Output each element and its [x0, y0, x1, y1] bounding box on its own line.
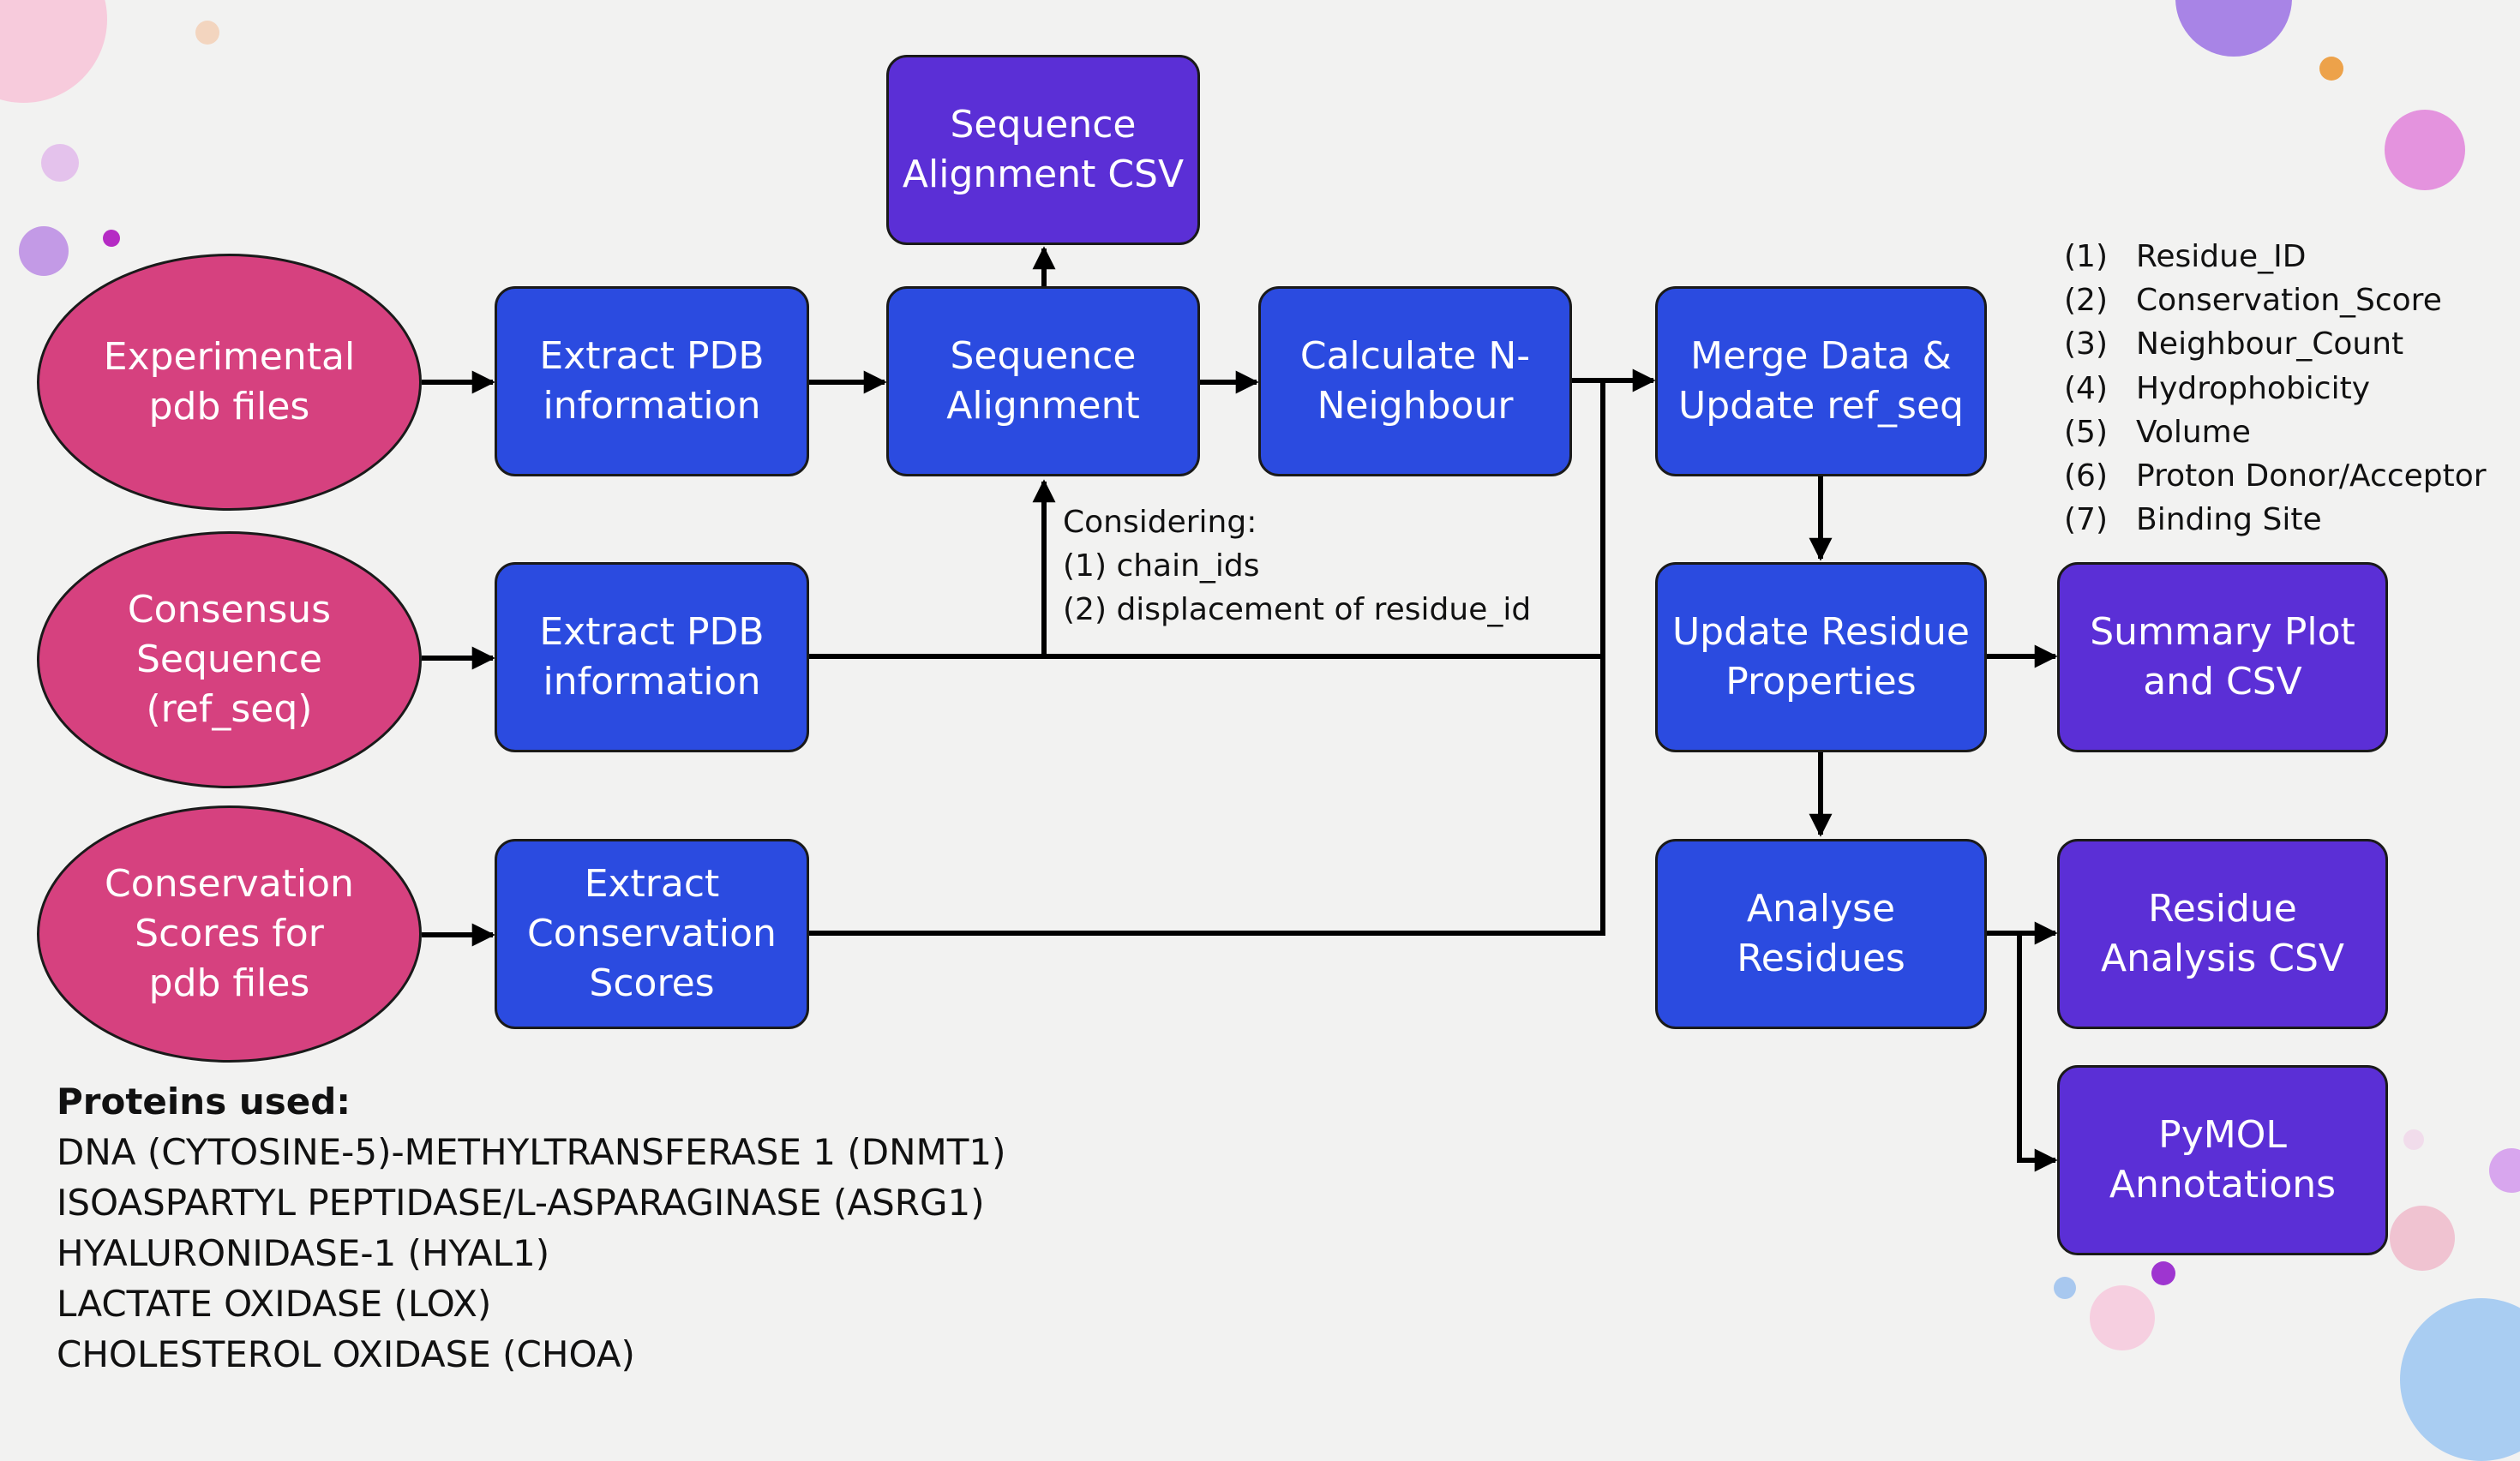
process-extract-pdb-2-label: Extract PDB information [539, 610, 765, 704]
protein-item: LACTATE OXIDASE (LOX) [57, 1283, 492, 1325]
legend-label: Neighbour_Count [2136, 326, 2404, 362]
input-experimental-label: Experimental pdb files [103, 335, 356, 428]
input-conservation-scores: Conservation Scores for pdb files [37, 805, 422, 1063]
legend-number: (4) [2064, 371, 2108, 406]
process-analyse-residues-label: Analyse Residues [1737, 887, 1905, 980]
decorative-dot [2151, 1261, 2175, 1285]
input-conservation-label: Conservation Scores for pdb files [105, 862, 354, 1005]
legend-label: Binding Site [2136, 502, 2322, 537]
decorative-dot [41, 144, 79, 182]
considering-item: (1) chain_ids [1063, 548, 1260, 584]
process-update-residue-label: Update Residue Properties [1671, 610, 1971, 704]
process-extract-pdb-1: Extract PDB information [495, 286, 809, 476]
process-calculate-neighbour-label: Calculate N- Neighbour [1299, 334, 1531, 428]
protein-item: HYALURONIDASE-1 (HYAL1) [57, 1232, 550, 1274]
decorative-dot [103, 230, 120, 247]
legend-label: Proton Donor/Acceptor [2136, 458, 2487, 494]
legend-label: Conservation_Score [2136, 283, 2442, 318]
considering-item: (2) displacement of residue_id [1063, 592, 1532, 627]
process-extract-conservation-label: Extract Conservation Scores [527, 862, 777, 1005]
output-sequence-alignment-csv-label: Sequence Alignment CSV [902, 103, 1185, 196]
output-pymol-annotations: PyMOL Annotations [2057, 1065, 2388, 1255]
output-pymol-annotations-label: PyMOL Annotations [2109, 1113, 2337, 1207]
decorative-dot [2390, 1206, 2455, 1271]
legend-number: (1) [2064, 239, 2108, 274]
decorative-dot [19, 226, 69, 276]
decorative-dot [2403, 1129, 2424, 1150]
process-update-residue-properties: Update Residue Properties [1655, 562, 1987, 752]
legend-item: (7) Binding Site [2064, 498, 2322, 542]
legend-label: Hydrophobicity [2136, 371, 2371, 406]
considering-title: Considering: [1063, 505, 1257, 540]
legend-item: (2) Conservation_Score [2064, 278, 2442, 322]
process-calculate-neighbour: Calculate N- Neighbour [1258, 286, 1572, 476]
input-experimental-pdb-files: Experimental pdb files [37, 254, 422, 511]
process-sequence-alignment: Sequence Alignment [886, 286, 1200, 476]
legend-number: (2) [2064, 283, 2108, 318]
output-residue-analysis-csv: Residue Analysis CSV [2057, 839, 2388, 1029]
process-merge-data-label: Merge Data & Update ref_seq [1678, 334, 1964, 428]
process-extract-pdb-1-label: Extract PDB information [539, 334, 765, 428]
decorative-dot [2319, 57, 2343, 81]
arrow-analyse-to-pymol [2017, 933, 2058, 1172]
process-analyse-residues: Analyse Residues [1655, 839, 1987, 1029]
considering-note: Considering: (1) chain_ids (2) displacem… [1063, 500, 1531, 632]
legend-number: (3) [2064, 326, 2108, 362]
decorative-dot [2054, 1277, 2076, 1299]
output-sequence-alignment-csv: Sequence Alignment CSV [886, 55, 1200, 245]
legend-number: (7) [2064, 502, 2108, 537]
legend-item: (1) Residue_ID [2064, 235, 2306, 278]
protein-item: CHOLESTEROL OXIDASE (CHOA) [57, 1333, 635, 1375]
decorative-dot [195, 21, 219, 45]
legend-number: (5) [2064, 415, 2108, 450]
connector-layer [422, 246, 2058, 1172]
legend-item: (5) Volume [2064, 410, 2251, 454]
proteins-title: Proteins used: [57, 1081, 351, 1123]
legend-item: (6) Proton Donor/Acceptor [2064, 454, 2487, 498]
process-extract-conservation: Extract Conservation Scores [495, 839, 809, 1029]
output-residue-analysis-csv-label: Residue Analysis CSV [2100, 887, 2345, 980]
protein-item: DNA (CYTOSINE-5)-METHYLTRANSFERASE 1 (DN… [57, 1131, 1006, 1173]
input-consensus-label: Consensus Sequence (ref_seq) [127, 588, 332, 731]
decorative-dot [2385, 110, 2465, 190]
input-consensus-sequence: Consensus Sequence (ref_seq) [37, 531, 422, 788]
output-summary-plot-label: Summary Plot and CSV [2090, 610, 2355, 704]
process-extract-pdb-2: Extract PDB information [495, 562, 809, 752]
process-sequence-alignment-label: Sequence Alignment [946, 334, 1140, 428]
legend-label: Volume [2136, 415, 2251, 450]
decorative-dot [2090, 1285, 2155, 1350]
legend-item: (4) Hydrophobicity [2064, 367, 2370, 410]
legend-label: Residue_ID [2136, 239, 2307, 274]
process-merge-data: Merge Data & Update ref_seq [1655, 286, 1987, 476]
legend-item: (3) Neighbour_Count [2064, 322, 2403, 366]
legend-number: (6) [2064, 458, 2108, 494]
proteins-used-list: Proteins used: DNA (CYTOSINE-5)-METHYLTR… [57, 1076, 1006, 1380]
output-summary-plot: Summary Plot and CSV [2057, 562, 2388, 752]
decorative-dot [2489, 1148, 2520, 1193]
protein-item: ISOASPARTYL PEPTIDASE/L-ASPARAGINASE (AS… [57, 1182, 985, 1224]
